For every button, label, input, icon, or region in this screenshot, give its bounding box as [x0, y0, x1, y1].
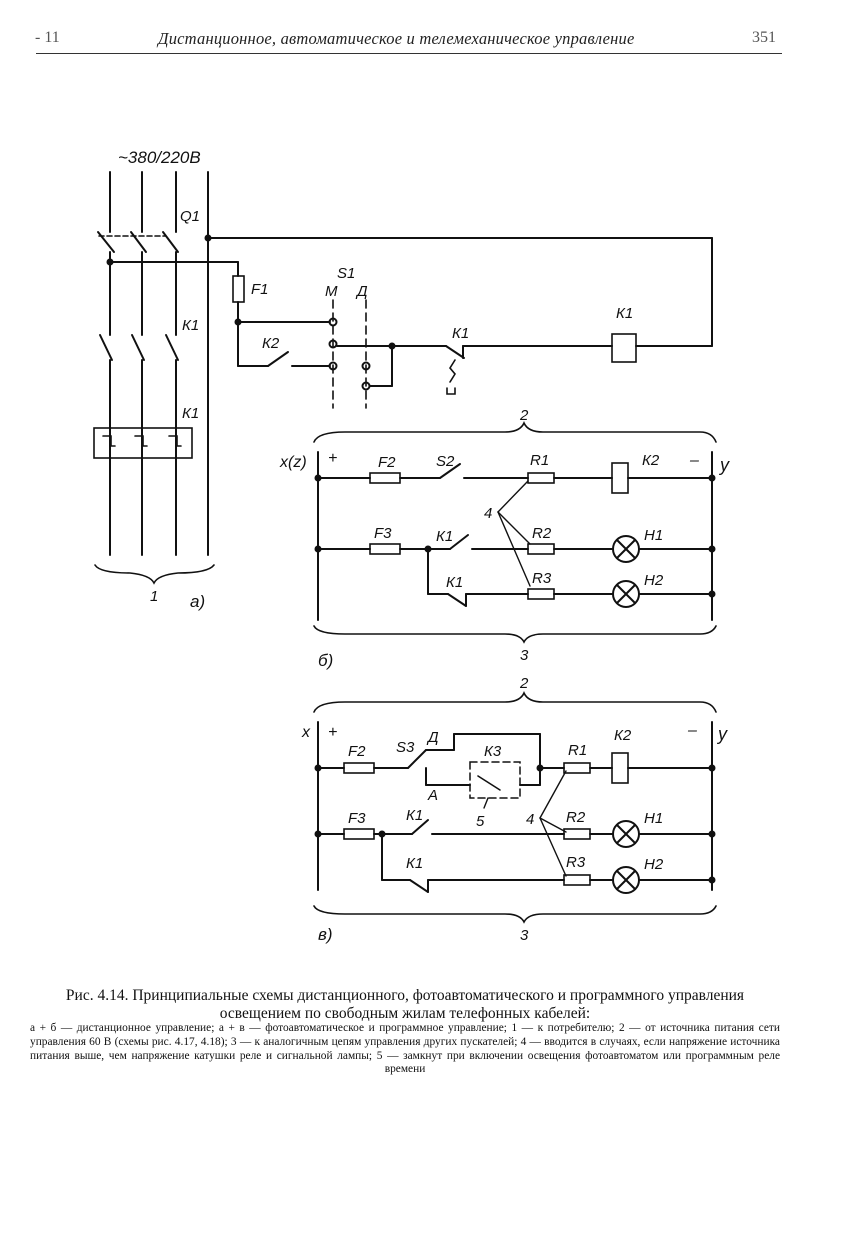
diagram-c: 2 x + – у F2 S3 Д К3 А 5 R [301, 675, 728, 944]
c-minus-label: – [687, 722, 697, 739]
figure-caption-title: Рис. 4.14. Принципиальные схемы дистанци… [65, 987, 745, 1022]
b-label-4: 4 [484, 505, 492, 522]
c-k2-label: К2 [614, 727, 632, 744]
c-k1a-label: К1 [406, 807, 423, 824]
k2-contact-label: К2 [262, 335, 280, 352]
c-r3-label: R3 [566, 854, 586, 871]
b-f3-label: F3 [374, 525, 392, 542]
k1-thermal-label: К1 [182, 405, 199, 422]
c-h1-label: Н1 [644, 810, 663, 827]
c-a-label: А [427, 787, 438, 804]
page-header-left: - 11 [35, 29, 60, 46]
c-r1-label: R1 [568, 742, 587, 759]
b-label-3: 3 [520, 647, 529, 664]
s1-label: S1 [337, 265, 355, 282]
diagram-a: ~380/220В Q1 К1 К1 1 а) [93, 148, 713, 611]
s1-d-label: Д [355, 283, 368, 300]
label-1: 1 [150, 588, 158, 605]
k1-main-label: К1 [182, 317, 199, 334]
c-label-5: 5 [476, 813, 485, 830]
figure-caption-body: а + б — дистанционное управление; а + в … [30, 1022, 780, 1076]
page-number: 351 [752, 29, 776, 46]
b-minus-label: – [689, 452, 699, 469]
c-k1b-label: К1 [406, 855, 423, 872]
b-y-label: у [718, 455, 730, 475]
b-r2-label: R2 [532, 525, 552, 542]
b-f2-label: F2 [378, 454, 396, 471]
header-rule [36, 53, 782, 54]
c-f3-label: F3 [348, 810, 366, 827]
c-h2-label: Н2 [644, 856, 664, 873]
b-h1-label: Н1 [644, 527, 663, 544]
c-label-2: 2 [519, 675, 529, 692]
b-plus-label: + [328, 450, 337, 467]
c-y-label: у [716, 724, 728, 744]
q1-label: Q1 [180, 208, 200, 225]
supply-label: ~380/220В [118, 148, 201, 167]
b-s2-label: S2 [436, 453, 455, 470]
b-h2-label: Н2 [644, 572, 664, 589]
panel-a-label: а) [190, 592, 205, 611]
b-k2-label: К2 [642, 452, 660, 469]
k1-contact-label: К1 [452, 325, 469, 342]
b-k1b-label: К1 [446, 574, 463, 591]
c-plus-label: + [328, 724, 337, 741]
c-k3-label: К3 [484, 743, 502, 760]
panel-b-label: б) [318, 651, 333, 670]
b-k1a-label: К1 [436, 528, 453, 545]
diagram-b: 2 x(z) + – у F2 S2 R1 К2 4 [279, 407, 730, 670]
c-d-label: Д [426, 729, 439, 746]
c-x-label: x [301, 724, 311, 741]
c-label-4: 4 [526, 811, 534, 828]
c-r2-label: R2 [566, 809, 586, 826]
c-s3-label: S3 [396, 739, 415, 756]
circuit-diagrams: ~380/220В Q1 К1 К1 1 а) [93, 148, 730, 944]
s1-m-label: М [325, 283, 338, 300]
page-header: - 11 Дистанционное, автоматическое и тел… [0, 27, 846, 57]
c-label-3: 3 [520, 927, 529, 944]
b-r1-label: R1 [530, 452, 549, 469]
b-label-2: 2 [519, 407, 529, 424]
k1-coil-label: К1 [616, 305, 633, 322]
c-f2-label: F2 [348, 743, 366, 760]
b-x-label: x(z) [279, 454, 307, 471]
running-title: Дистанционное, автоматическое и телемеха… [158, 29, 635, 48]
b-r3-label: R3 [532, 570, 552, 587]
f1-label: F1 [251, 281, 269, 298]
panel-c-label: в) [318, 925, 333, 944]
